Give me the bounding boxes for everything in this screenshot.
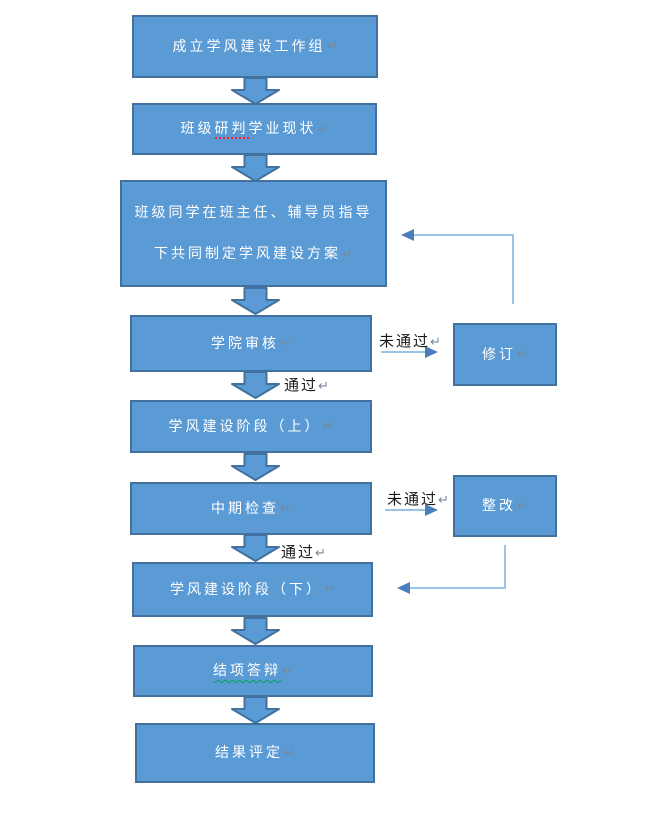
node-label: 整改 <box>482 497 517 514</box>
node-label: 学风建设阶段（下） <box>170 580 324 597</box>
edge-label-pass-check: 通过↵ <box>281 544 326 561</box>
return-mark: ↵ <box>315 545 326 560</box>
return-mark: ↵ <box>318 378 329 393</box>
return-mark: ↵ <box>430 334 441 349</box>
node-final-defense: 结项答辩↵ <box>133 645 373 697</box>
node-label-line2: 下共同制定学风建设方案↵ <box>154 245 353 261</box>
node-label: 学风建设阶段（上） <box>168 417 322 434</box>
down-arrow-icon-1 <box>231 77 280 105</box>
down-arrow-icon-2 <box>231 154 280 182</box>
return-mark: ↵ <box>517 497 528 513</box>
arrow-rectify-to-stage2 <box>397 545 506 594</box>
arrow-check-to-rectify <box>385 504 438 516</box>
return-mark: ↵ <box>324 581 335 597</box>
node-midterm-check: 中期检查↵ <box>130 482 372 535</box>
edge-label-fail-review: 未通过↵ <box>379 333 441 350</box>
arrow-revise-to-plan <box>401 229 514 304</box>
node-revise: 修订↵ <box>453 323 557 386</box>
node-make-plan: 班级同学在班主任、辅导员指导 下共同制定学风建设方案↵ <box>120 180 387 287</box>
node-label-line1: 班级同学在班主任、辅导员指导 <box>134 204 373 221</box>
node-result-evaluation: 结果评定↵ <box>135 723 375 783</box>
edge-label-pass-review: 通过↵ <box>284 377 329 394</box>
node-label: 中期检查 <box>211 499 280 516</box>
arrow-review-to-revise <box>381 346 438 358</box>
return-mark: ↵ <box>280 500 291 516</box>
node-setup-workgroup: 成立学风建设工作组↵ <box>132 15 378 78</box>
down-arrow-icon-7 <box>231 617 280 645</box>
return-mark: ↵ <box>517 346 528 362</box>
node-college-review: 学院审核↵ <box>130 315 372 372</box>
node-stage-first-half: 学风建设阶段（上）↵ <box>130 400 372 453</box>
node-label: 结果评定 <box>215 744 284 761</box>
spellcheck-underline: 研判 <box>214 120 249 140</box>
node-label: 结项答辩 <box>213 662 282 679</box>
return-mark: ↵ <box>342 246 353 261</box>
return-mark: ↵ <box>284 744 295 760</box>
node-stage-second-half: 学风建设阶段（下）↵ <box>132 562 373 617</box>
return-mark: ↵ <box>280 335 291 351</box>
down-arrow-icon-4 <box>231 371 280 399</box>
edge-label-fail-check: 未通过↵ <box>387 491 449 508</box>
node-label: 学院审核 <box>211 334 280 351</box>
return-mark: ↵ <box>317 120 329 136</box>
node-label: 成立学风建设工作组 <box>172 37 326 54</box>
down-arrow-icon-8 <box>231 696 280 724</box>
down-arrow-icon-3 <box>231 287 280 315</box>
node-label: 班级研判学业现状 <box>181 119 317 140</box>
node-label: 修订 <box>482 345 517 362</box>
return-mark: ↵ <box>322 418 334 434</box>
node-assess-status: 班级研判学业现状↵ <box>132 103 377 155</box>
down-arrow-icon-6 <box>231 534 280 562</box>
down-arrow-icon-5 <box>231 453 280 481</box>
return-mark: ↵ <box>282 662 293 678</box>
node-rectify: 整改↵ <box>453 475 557 537</box>
return-mark: ↵ <box>438 492 449 507</box>
return-mark: ↵ <box>326 38 338 54</box>
